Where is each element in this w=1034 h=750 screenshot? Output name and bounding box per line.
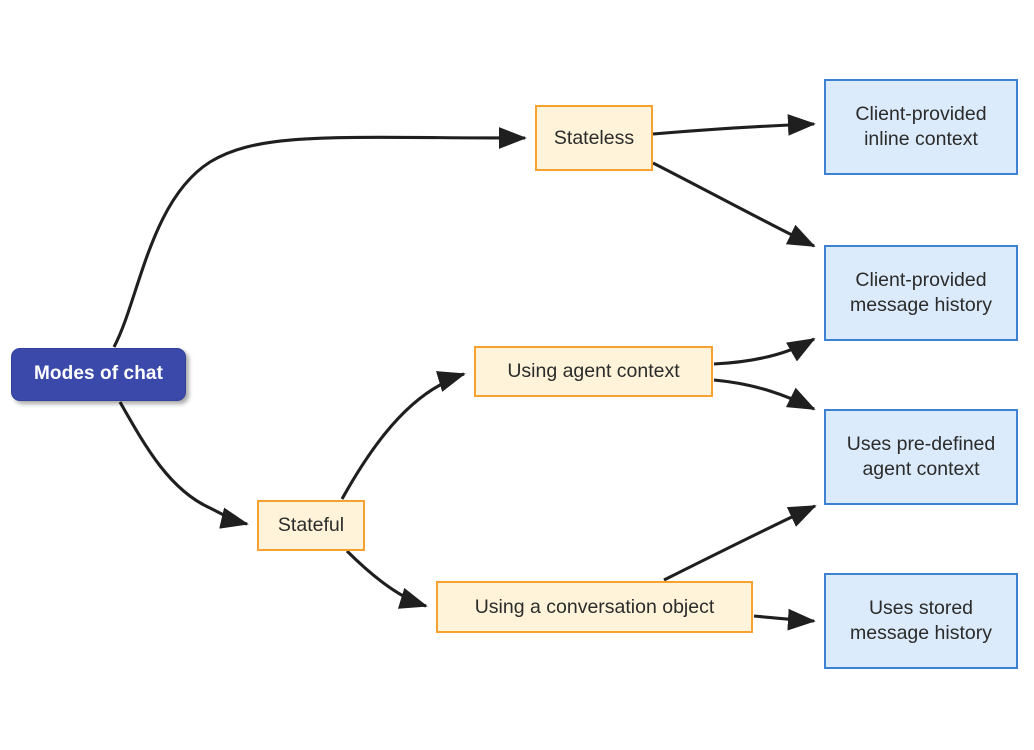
edge-stateful-to-conversation-object [345,549,428,609]
edge-conversation-object-to-predefined-context [663,504,817,582]
node-uses-stored-message-history[interactable]: Uses stored message history [824,573,1018,669]
node-uses-pre-defined-agent-context[interactable]: Uses pre-defined agent context [824,409,1018,505]
node-label: Using agent context [507,360,680,383]
node-label: Modes of chat [33,363,164,385]
edge-agent-context-to-message-history [713,337,816,366]
node-label: Uses pre-defined agent context [846,433,996,480]
node-using-agent-context[interactable]: Using agent context [474,346,713,397]
node-client-provided-message-history[interactable]: Client-provided message history [824,245,1018,341]
node-label: Uses stored message history [850,597,992,644]
node-label: Using a conversation object [474,595,715,618]
node-label: Stateful [277,514,345,537]
edge-root-to-stateless [112,127,527,348]
node-modes-of-chat[interactable]: Modes of chat [11,348,186,401]
edge-stateless-to-inline-context [652,114,816,136]
edge-root-to-stateful [118,401,249,529]
node-stateless[interactable]: Stateless [535,105,653,171]
edge-agent-context-to-predefined-context [713,378,816,411]
edge-stateless-to-message-history [652,161,816,248]
node-stateful[interactable]: Stateful [257,500,365,551]
node-label: Client-provided message history [850,269,992,316]
edge-conversation-object-to-stored-history [753,608,816,631]
node-label: Client-provided inline context [855,103,987,150]
edge-stateful-to-agent-context [340,371,466,500]
node-using-a-conversation-object[interactable]: Using a conversation object [436,581,753,633]
node-client-provided-inline-context[interactable]: Client-provided inline context [824,79,1018,175]
node-label: Stateless [553,126,635,149]
